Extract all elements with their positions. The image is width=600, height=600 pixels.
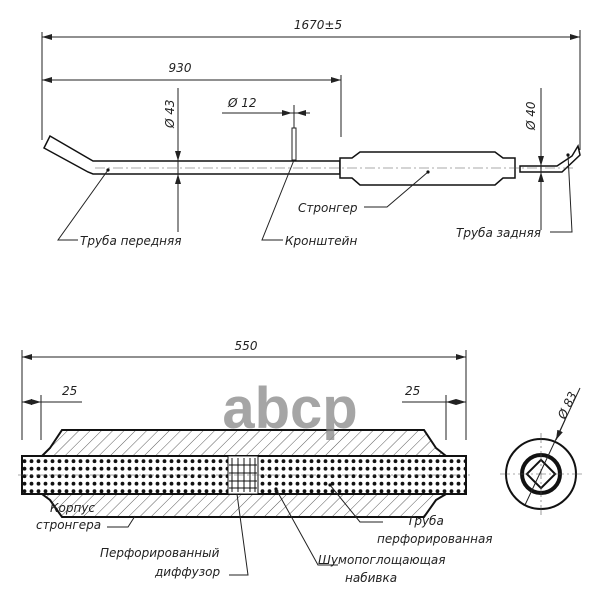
rear-pipe bbox=[519, 144, 581, 173]
watermark-logo: abcp bbox=[222, 376, 357, 441]
dim-left-25-label: 25 bbox=[62, 384, 77, 398]
label-perf-pipe-2: перфорированная bbox=[377, 532, 493, 546]
dia-body-label: Ø 83 bbox=[555, 389, 580, 422]
label-body-2: стронгера bbox=[36, 518, 101, 532]
stronger bbox=[339, 151, 516, 186]
label-front-pipe: Труба передняя bbox=[80, 234, 181, 248]
label-packing-1: Шумопоглощающая bbox=[318, 553, 445, 567]
label-body-1: Корпус bbox=[50, 501, 95, 515]
label-diffuser-2: диффузор bbox=[154, 565, 220, 579]
dia-front-label: Ø 43 bbox=[163, 99, 177, 129]
dia-rear-label: Ø 40 bbox=[524, 101, 538, 131]
label-bracket: Кронштейн bbox=[285, 234, 357, 248]
label-diffuser-1: Перфорированный bbox=[100, 546, 220, 560]
top-view: 1670±5 930 Ø 12 Ø 43 Ø 40 Труба передняя… bbox=[41, 18, 581, 248]
label-packing-2: набивка bbox=[345, 571, 397, 585]
label-rear-pipe: Труба задняя bbox=[456, 226, 541, 240]
dia-bracket-label: Ø 12 bbox=[227, 96, 257, 110]
label-stronger: Стронгер bbox=[298, 201, 358, 215]
label-perf-pipe-1: Труба bbox=[407, 514, 444, 528]
dim-550-label: 550 bbox=[235, 339, 258, 353]
dim-930-label: 930 bbox=[169, 61, 192, 75]
end-view-section: Ø 83 bbox=[500, 387, 582, 515]
bracket bbox=[291, 127, 297, 161]
section-view: 550 25 25 Ø 83 bbox=[18, 339, 582, 585]
dim-right-25-label: 25 bbox=[405, 384, 420, 398]
dim-total-label: 1670±5 bbox=[294, 18, 342, 32]
